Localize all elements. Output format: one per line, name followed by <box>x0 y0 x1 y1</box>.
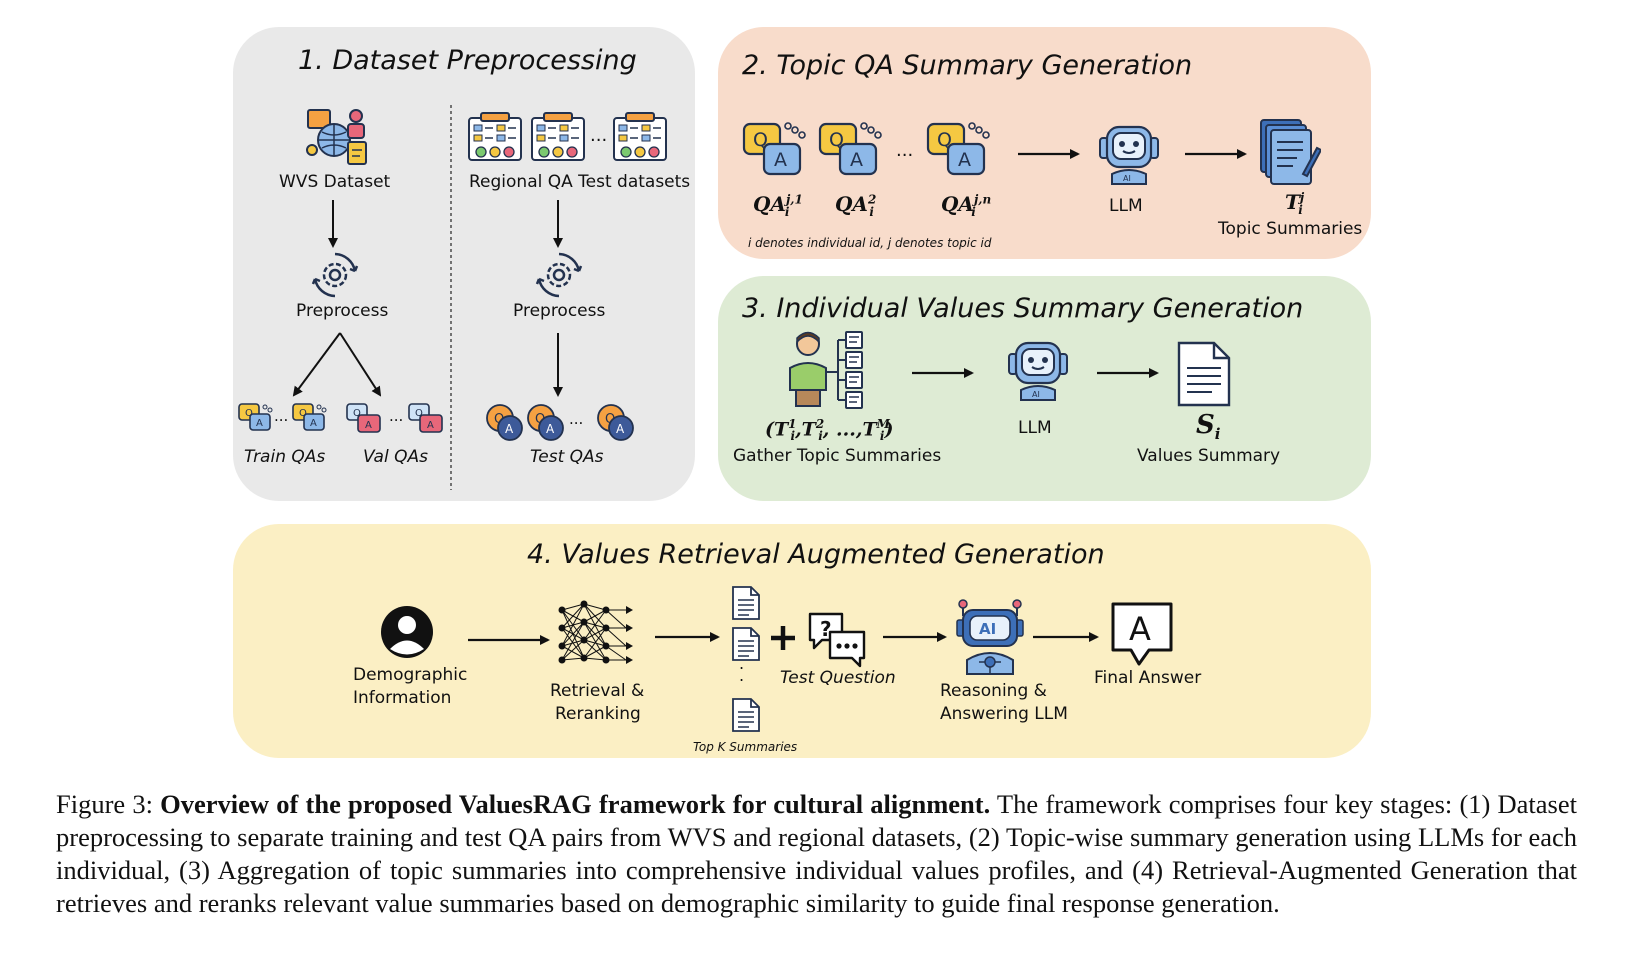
svg-text:A: A <box>310 418 317 429</box>
panel3-title: 3. Individual Values Summary Generation <box>742 293 1304 324</box>
regional-datasets-label: Regional QA Test datasets <box>469 172 691 192</box>
svg-text:A: A <box>774 149 787 171</box>
arrow-preprocess-to-train <box>292 332 341 397</box>
qa-n-label: QAj,ni <box>941 192 992 219</box>
ellipsis: ... <box>590 125 608 146</box>
svg-text:Q: Q <box>299 408 307 419</box>
svg-text:A: A <box>365 420 372 431</box>
qa-1-label: QAj,1i <box>753 192 803 219</box>
document-icon <box>1177 341 1231 407</box>
test-question-label: Test Question <box>780 668 896 688</box>
svg-text:A: A <box>256 418 263 429</box>
qa-2-label: QA2i <box>835 192 877 219</box>
qa-bubble-icon: Q A <box>486 404 523 441</box>
preprocess-right-label: Preprocess <box>513 301 606 321</box>
svg-text:A: A <box>850 149 863 171</box>
retrieval-line2: Reranking <box>555 704 641 724</box>
panel4-title: 4. Values Retrieval Augmented Generation <box>527 539 1105 570</box>
panel2-title: 2. Topic QA Summary Generation <box>742 50 1193 81</box>
ellipsis: ... <box>896 140 914 161</box>
train-qas-label: Train QAs <box>244 447 326 467</box>
svg-text:A: A <box>505 422 514 436</box>
svg-text:Q: Q <box>494 412 504 427</box>
demographic-line1: Demographic <box>353 665 468 685</box>
svg-text:Q: Q <box>753 129 768 151</box>
wvs-dataset-label: WVS Dataset <box>279 172 391 192</box>
svg-text:Q: Q <box>605 412 615 427</box>
qa-bubble-icon: Q A <box>346 403 381 433</box>
dots-vertical: .. <box>739 654 745 685</box>
qa-bubble-icon: Q A <box>926 122 990 176</box>
final-answer-label: Final Answer <box>1094 668 1202 688</box>
values-summary-label: Values Summary <box>1137 446 1281 466</box>
qa-bubble-icon: Q A <box>597 404 634 441</box>
svg-text:Q: Q <box>353 408 361 419</box>
values-summary-symbol: Si <box>1196 410 1221 444</box>
globe-people-icon <box>306 109 367 165</box>
svg-text:AI: AI <box>979 620 996 638</box>
question-chat-icon: ? <box>808 612 866 668</box>
gather-topic-summaries-label: Gather Topic Summaries <box>733 446 942 466</box>
svg-text:Q: Q <box>829 129 844 151</box>
retrieval-line1: Retrieval & <box>550 681 645 701</box>
qa-bubble-icon: Q A <box>742 122 806 176</box>
robot-icon: AI <box>1099 125 1159 185</box>
top-k-summaries-label: Top K Summaries <box>693 740 798 754</box>
qa-bubble-icon: Q A <box>238 403 273 431</box>
plus-icon <box>771 626 795 650</box>
topic-summaries-label: Topic Summaries <box>1218 219 1363 239</box>
qa-bubble-icon: Q A <box>408 403 443 433</box>
survey-sheet-icon <box>468 112 522 161</box>
topic-tuple-label: (T1i,T2i, ...,TMi) <box>765 417 894 444</box>
svg-text:Q: Q <box>937 129 952 151</box>
gear-cycle-icon <box>535 252 583 298</box>
document-icon <box>732 586 760 620</box>
ellipsis: ... <box>274 407 289 425</box>
reasoning-line1: Reasoning & <box>940 681 1047 701</box>
svg-text:Q: Q <box>245 408 253 419</box>
svg-text:Q: Q <box>415 408 423 419</box>
llm-label-topic: LLM <box>1109 196 1143 216</box>
topic-summary-symbol: Tji <box>1285 190 1305 217</box>
gear-cycle-icon <box>311 252 359 298</box>
document-stack-icon <box>1260 119 1321 185</box>
qa-bubble-icon: Q A <box>292 403 327 431</box>
index-note: i denotes individual id, j denotes topic… <box>748 236 992 250</box>
svg-text:A: A <box>616 422 625 436</box>
ai-robot-icon: AI <box>956 599 1024 675</box>
svg-text:?: ? <box>820 617 832 641</box>
svg-text:AI: AI <box>1032 390 1040 399</box>
ellipsis: ... <box>569 410 584 428</box>
panel1-title: 1. Dataset Preprocessing <box>298 45 637 76</box>
svg-text:A: A <box>958 149 971 171</box>
survey-sheet-icon <box>531 112 585 161</box>
llm-label-values: LLM <box>1018 418 1052 438</box>
svg-text:AI: AI <box>1123 174 1131 183</box>
svg-text:A: A <box>546 422 555 436</box>
survey-sheet-icon <box>613 112 667 161</box>
neural-network-icon <box>558 600 633 664</box>
test-qas-label: Test QAs <box>530 447 604 467</box>
document-icon <box>732 698 760 732</box>
preprocess-left-label: Preprocess <box>296 301 389 321</box>
person-tree-icon <box>789 331 863 409</box>
svg-text:Q: Q <box>535 412 545 427</box>
ellipsis: ... <box>389 407 404 425</box>
answer-bubble-icon: A <box>1111 602 1173 666</box>
svg-text:A: A <box>427 420 434 431</box>
reasoning-line2: Answering LLM <box>940 704 1068 724</box>
demographic-line2: Information <box>353 688 452 708</box>
svg-text:A: A <box>1129 610 1151 648</box>
figure-caption: Figure 3: Overview of the proposed Value… <box>56 789 1577 918</box>
qa-bubble-icon: Q A <box>818 122 882 176</box>
val-qas-label: Val QAs <box>363 447 428 467</box>
qa-bubble-icon: Q A <box>527 404 564 441</box>
document-icon <box>732 627 760 661</box>
robot-icon: AI <box>1008 341 1068 401</box>
arrow-preprocess-to-val <box>339 332 382 397</box>
user-avatar-icon <box>381 606 433 658</box>
